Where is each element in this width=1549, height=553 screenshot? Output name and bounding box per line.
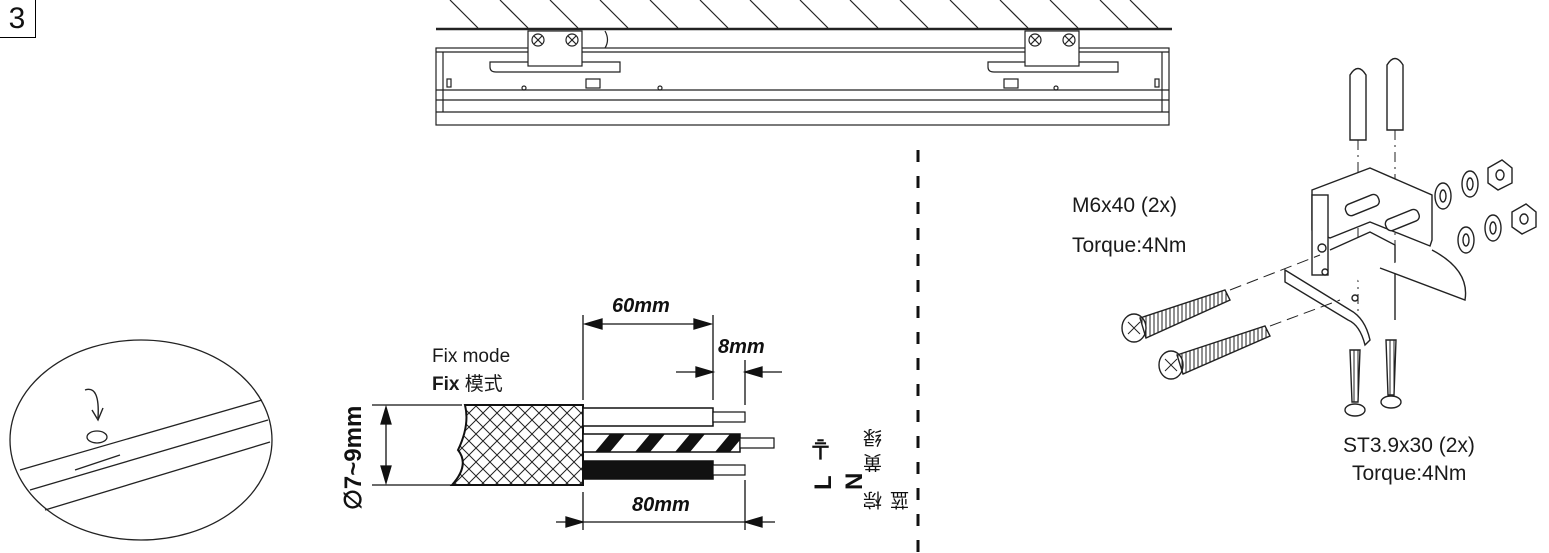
fix-mode-bold: Fix [432,374,460,395]
self-tap-spec: ST3.9x30 (2x) [1343,434,1475,457]
ceiling-hatch [436,0,1172,31]
wire-colors-cn: 棕 黄绿 蓝 [863,422,912,510]
cable-diameter: ∅7~9mm [340,405,367,510]
strip-inner-dim: 8mm [718,336,765,358]
fix-mode-label: Fix mode [432,346,511,367]
fix-mode-detail [9,339,273,541]
fix-mode-label-cn: Fix 模式 [432,369,503,396]
step-number-box: 3 [0,0,36,38]
luminaire-body [435,30,1170,126]
strip-outer-dim: 60mm [612,295,670,317]
bracket-assembly [1121,57,1537,417]
self-tap-torque: Torque:4Nm [1352,462,1467,485]
fix-mode-cn-text: 模式 [464,373,503,395]
cable-drawing [449,404,775,486]
step-number: 3 [8,2,26,35]
dimension-lines [372,315,782,530]
bolt-spec: M6x40 (2x) [1072,194,1178,217]
bolt-torque: Torque:4Nm [1072,234,1187,257]
sheath-length-dim: 80mm [632,494,690,516]
